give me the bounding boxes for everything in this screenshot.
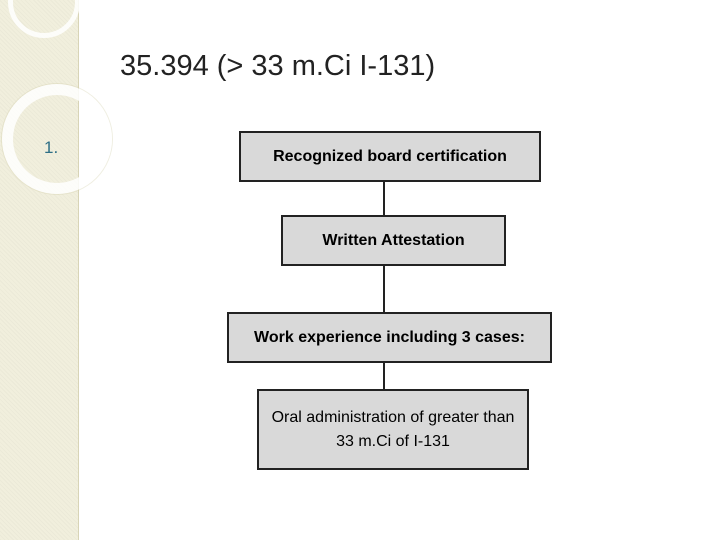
flow-step-label: Oral administration of greater than 33 m…	[271, 409, 515, 450]
decorative-ring-small	[8, 0, 80, 38]
flow-step-label: Recognized board certification	[273, 147, 507, 165]
flow-step-label: Work experience including 3 cases:	[254, 328, 525, 346]
flow-step-written-attestation: Written Attestation	[281, 215, 506, 266]
bullet-number: 1.	[44, 138, 59, 157]
flow-step-board-certification: Recognized board certification	[239, 131, 541, 182]
connector-line-2	[383, 266, 385, 312]
flow-step-label: Written Attestation	[322, 231, 465, 249]
sidebar-decoration	[0, 0, 112, 540]
decorative-ring-large	[2, 84, 112, 194]
slide-title: 35.394 (> 33 m.Ci I-131)	[120, 50, 436, 82]
connector-line-3	[383, 363, 385, 389]
flow-step-work-experience: Work experience including 3 cases:	[227, 312, 552, 363]
flow-step-oral-administration: Oral administration of greater than 33 m…	[257, 389, 529, 470]
connector-line-1	[383, 182, 385, 215]
